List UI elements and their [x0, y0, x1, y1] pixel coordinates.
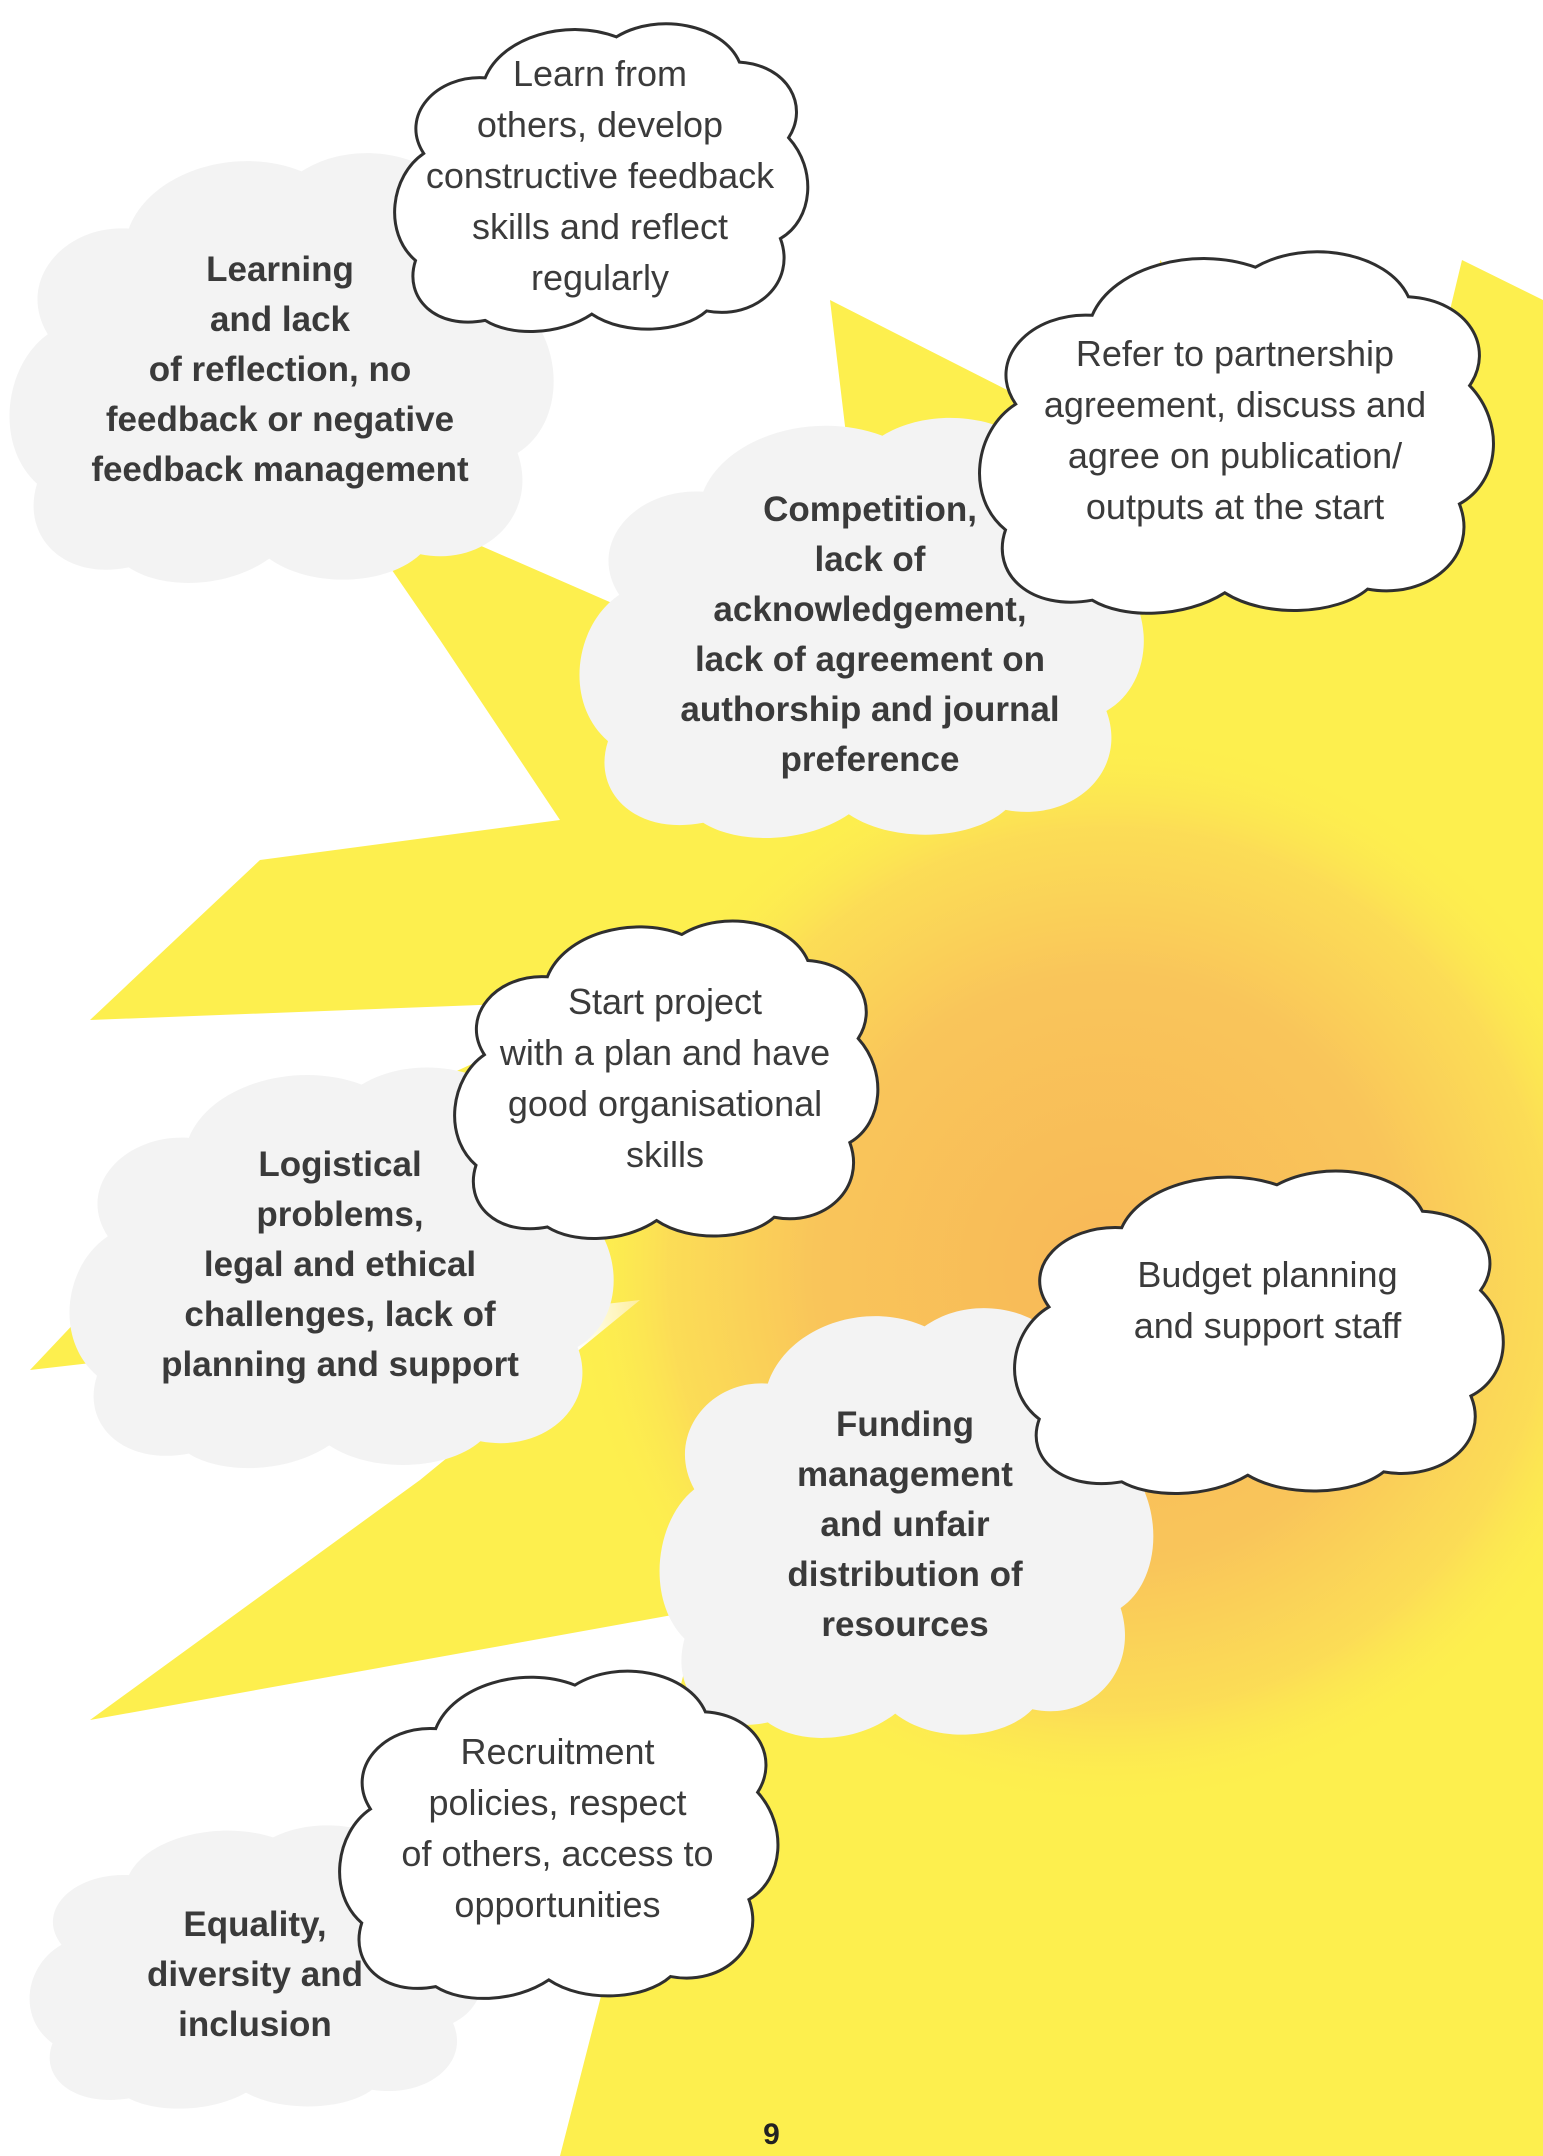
page-number: 9	[763, 2118, 780, 2151]
solution-cloud-logistical: Start project with a plan and have good …	[455, 915, 875, 1240]
solution-text: Refer to partnership agreement, discuss …	[1043, 333, 1427, 527]
problem-text: Learning and lack of reflection, no feed…	[91, 250, 469, 489]
solution-cloud-funding: Budget planning and support staff	[1015, 1165, 1500, 1495]
solution-cloud-competition: Refer to partnership agreement, discuss …	[980, 245, 1490, 615]
solution-text: Recruitment policies, respect of others,…	[401, 1730, 714, 1925]
cloud-shape	[1015, 1165, 1500, 1495]
problem-cloud-funding: Funding management and unfair distributi…	[659, 1300, 1154, 1740]
cloud-shape	[340, 1665, 775, 2000]
cloud-shape	[659, 1308, 1154, 1738]
problem-text: Funding management and unfair distributi…	[787, 1405, 1023, 1644]
problem-text: Logistical problems, legal and ethical c…	[161, 1145, 519, 1384]
solution-text: Start project with a plan and have good …	[499, 980, 831, 1175]
cloud-shape	[395, 18, 805, 333]
problem-text: Competition, lack of acknowledgement, la…	[680, 490, 1060, 779]
cloud-shape	[980, 245, 1490, 615]
solution-cloud-equality: Recruitment policies, respect of others,…	[340, 1665, 775, 2000]
problem-text: Equality, diversity and inclusion	[147, 1905, 363, 2044]
solution-cloud-learning: Learn from others, develop constructive …	[395, 18, 805, 333]
cloud-shape	[455, 915, 875, 1240]
solution-text: Learn from others, develop constructive …	[425, 53, 775, 298]
solution-text: Budget planning and support staff	[1133, 1254, 1402, 1346]
